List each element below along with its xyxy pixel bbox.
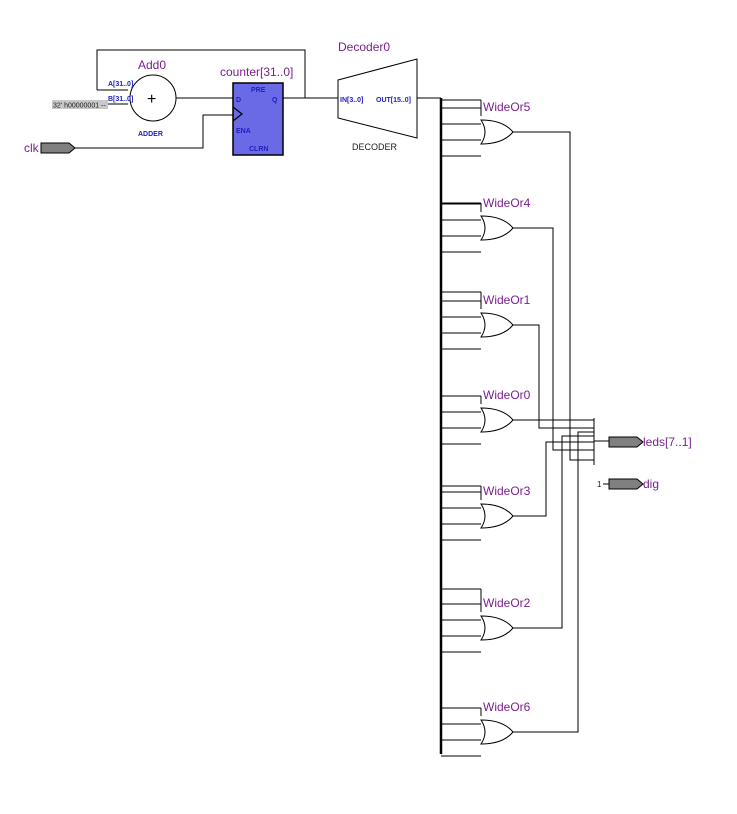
gate-output-wire: [513, 431, 594, 733]
clk-pin-shape: [40, 142, 76, 154]
or-gate-body: [480, 215, 514, 241]
or-gate-body: [480, 407, 514, 433]
or-gate-body: [480, 119, 514, 145]
or-gate-label: WideOr0: [483, 388, 531, 402]
feedback-wire: [96, 49, 306, 98]
or-gate-wideor4[interactable]: WideOr4: [441, 196, 594, 451]
or-gate-body: [480, 503, 514, 529]
dig-constant: 1: [597, 480, 602, 489]
gates-layer: WideOr5WideOr4WideOr1WideOr0WideOr3WideO…: [441, 99, 594, 757]
gate-output-wire: [513, 227, 594, 451]
adder-port-a: A[31..0]: [108, 81, 133, 88]
or-gate-body: [480, 615, 514, 641]
dig-pin-shape: [608, 478, 644, 490]
decoder-body: [337, 58, 418, 139]
adder-port-b: B[31..0]: [108, 96, 133, 103]
adder-name: Add0: [138, 58, 166, 72]
leds-label: leds[7..1]: [643, 435, 692, 449]
register-pre: PRE: [251, 87, 266, 94]
clk-input-pin[interactable]: clk: [24, 114, 233, 155]
or-gate-label: WideOr3: [483, 484, 531, 498]
register-ena: ENA: [236, 128, 251, 135]
gate-output-wire: [513, 441, 594, 517]
or-gate-label: WideOr2: [483, 596, 531, 610]
or-gate-label: WideOr1: [483, 293, 531, 307]
or-gate-wideor3[interactable]: WideOr3: [441, 441, 594, 541]
register-body: [232, 82, 284, 156]
decoder-name: Decoder0: [338, 40, 390, 54]
adder-symbol: +: [147, 91, 156, 108]
adder-type-label: ADDER: [138, 131, 163, 138]
or-gate-wideor0[interactable]: WideOr0: [441, 388, 594, 445]
gate-output-wire: [513, 324, 594, 429]
leds-output-pin[interactable]: leds[7..1]: [608, 435, 692, 449]
decoder-block[interactable]: Decoder0 IN[3..0] OUT[15..0] DECODER: [337, 40, 418, 152]
adder-block[interactable]: Add0 + A[31..0] B[31..0] ADDER: [108, 58, 177, 138]
constant-input: 32' h00000001 --: [52, 100, 128, 110]
output-combiner: [593, 418, 609, 465]
or-gate-wideor1[interactable]: WideOr1: [441, 291, 594, 429]
or-gate-body: [480, 719, 514, 745]
register-q: Q: [272, 97, 278, 104]
or-gate-wideor5[interactable]: WideOr5: [441, 99, 594, 461]
leds-pin-shape: [608, 436, 644, 448]
decoder-port-in: IN[3..0]: [340, 97, 363, 104]
or-gate-label: WideOr4: [483, 196, 531, 210]
constant-value: 32' h00000001 --: [53, 103, 106, 110]
or-gate-label: WideOr6: [483, 700, 531, 714]
dig-label: dig: [643, 477, 659, 491]
dig-output-pin[interactable]: 1 dig: [597, 477, 659, 491]
gate-output-wire: [513, 131, 594, 461]
register-d: D: [236, 97, 241, 104]
register-block[interactable]: counter[31..0] PRE D Q ENA CLRN: [220, 65, 293, 156]
register-clrn: CLRN: [249, 146, 268, 153]
register-name: counter[31..0]: [220, 65, 293, 79]
or-gate-wideor2[interactable]: WideOr2: [441, 435, 594, 653]
or-gate-label: WideOr5: [483, 100, 531, 114]
decoder-port-out: OUT[15..0]: [376, 97, 411, 104]
or-gate-body: [480, 312, 514, 338]
clk-label: clk: [24, 141, 40, 155]
clock-triangle: [232, 106, 243, 122]
decoder-type-label: DECODER: [352, 142, 398, 152]
or-gate-wideor6[interactable]: WideOr6: [441, 431, 594, 757]
